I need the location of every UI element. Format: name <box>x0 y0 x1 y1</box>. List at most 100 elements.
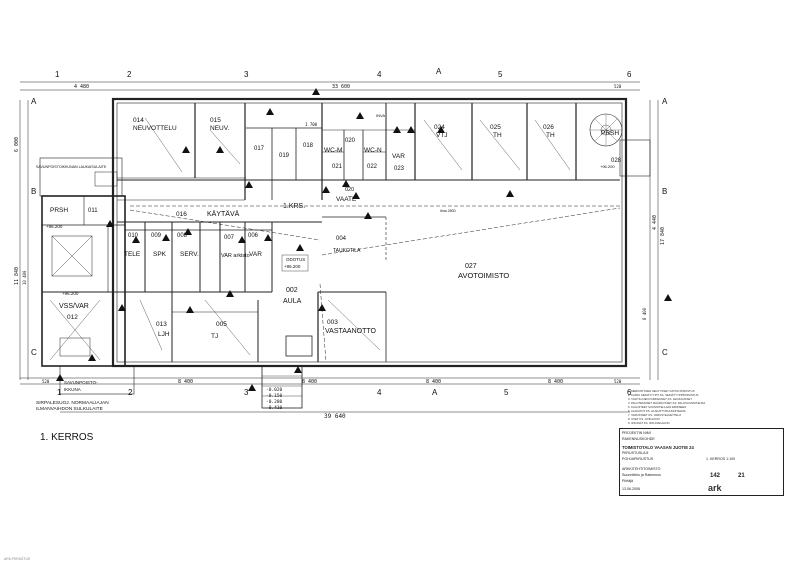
room-number: 011 <box>88 208 98 214</box>
grid-axis <box>19 81 659 413</box>
tb-label: PIIRUSTUSLAJI <box>622 451 649 455</box>
diagonal-details <box>49 117 571 361</box>
dim-text: 520 <box>614 379 622 384</box>
room-number: 020 <box>345 187 354 193</box>
brand-logo: ark <box>708 483 722 493</box>
tb-label: Suunnittelu ja Rakennus <box>622 473 661 477</box>
level-label: +96.200 <box>600 164 615 169</box>
room-number: 004 <box>336 236 347 242</box>
level-label: +96.200 <box>62 291 79 296</box>
section-mark: A <box>432 388 438 397</box>
grid-label: 5 <box>498 70 503 79</box>
room-name: VAR <box>392 153 405 160</box>
grid-row-label: C <box>31 348 37 357</box>
grid-label: 6 <box>627 388 632 397</box>
dim-text-vertical: 4 440 <box>652 215 658 230</box>
dim-text: 520 <box>614 84 622 89</box>
dim-text: 8 400 <box>302 379 317 385</box>
room-name: TJ <box>211 333 218 340</box>
room-number: 009 <box>151 233 162 239</box>
grid-label: 4 <box>377 70 382 79</box>
annotation: ilma 2800 <box>440 209 456 213</box>
room-name: PRSH <box>50 207 68 214</box>
tb-label: Piirtäjä <box>622 479 633 483</box>
section-lines <box>129 205 621 363</box>
room-name: VAR <box>249 251 262 258</box>
title-block: PROJEKTIN NIMI RAKENNUSKOHDE TOIMISTOTAL… <box>619 428 784 496</box>
room-number: 014 <box>133 117 144 124</box>
room-number: 005 <box>216 321 227 328</box>
room-name: VTJ <box>436 132 448 139</box>
grid-row-label: C <box>662 348 668 357</box>
level-markers <box>56 88 672 391</box>
room-number: 012 <box>67 314 78 321</box>
tb-drawing-no: 21 <box>738 473 745 479</box>
note-line: 7. VARUSTEET KS. VARUSTELUETTELO <box>628 413 682 417</box>
plan-linework <box>39 97 651 409</box>
dim-text: 8 400 <box>178 379 193 385</box>
grid-row-label: B <box>31 187 36 196</box>
annotation: ILMANVAIHDON SULKULAITE <box>36 406 103 412</box>
grid-label: 3 <box>244 388 249 397</box>
room-name: NEUVOTTELU <box>133 125 177 132</box>
misc-labels: ODOTUS +96.200 +96.200 +96.200 +96.200 S… <box>36 113 615 412</box>
room-number: 015 <box>210 117 221 124</box>
room-name: WC-N <box>364 147 382 154</box>
level-label: -0.020 <box>266 387 283 393</box>
tb-label: RAKENNUSKOHDE <box>622 437 655 441</box>
annotation: SAVUNPOISTOIKKUNAN LAUKAISULAITE <box>36 165 107 169</box>
note-line: 2. KAIKKI SEINÄTYYPIT KS. SEINÄTYYPPIPII… <box>628 393 699 397</box>
room-number: 006 <box>248 233 259 239</box>
room-number: 025 <box>490 124 501 131</box>
room-name: SPK <box>153 251 167 258</box>
tb-suunnittelija: ARKKITEHTITOIMISTO <box>622 467 661 471</box>
room-name: AVOTOIMISTO <box>458 271 509 280</box>
level-label: +96.200 <box>284 264 301 269</box>
grid-label: 6 <box>627 70 632 79</box>
room-name: NEUV. <box>210 125 229 132</box>
room-number: 028 <box>611 158 622 164</box>
note-line: 8. OVET KS. OVIKAAVIO <box>628 417 660 421</box>
sheet-title: 1. KERROS <box>40 432 94 443</box>
room-name: TAUKOTILA <box>333 248 361 254</box>
room-number: 013 <box>156 321 167 328</box>
dim-text-vertical: 11 840 <box>14 267 20 285</box>
level-label: -0.150 <box>266 393 283 399</box>
dim-text-vertical: 6 000 <box>14 137 20 152</box>
grid-column-markers-bottom: 1 2 3 4 5 6 A <box>57 388 632 397</box>
room-number: 024 <box>434 124 445 131</box>
dim-text-vertical: 10 400 <box>22 270 27 285</box>
room-name: KÄYTÄVÄ <box>207 210 240 218</box>
note-line: 5. KALUSTEET SUUNNITELLAAN ERIKSEEN <box>628 405 687 409</box>
room-number: 018 <box>303 143 314 149</box>
room-number: 019 <box>279 153 290 159</box>
tb-desc: POHJAPIIRUSTUS <box>622 457 654 461</box>
general-notes: 1. MERKINTÖJEN SELITYKSET KATSO PIIRUSTU… <box>628 389 778 425</box>
level-label: -0.280 <box>266 399 283 405</box>
grid-label: 1 <box>57 388 62 397</box>
grid-label: 3 <box>244 70 249 79</box>
room-number: 021 <box>332 164 343 170</box>
room-labels: 014 NEUVOTTELU 015 NEUV. 017 018 019 020… <box>50 117 622 340</box>
grid-row-label: B <box>662 187 667 196</box>
tb-date: 13.06.2006 <box>622 487 640 491</box>
room-number: 016 <box>176 211 187 218</box>
note-line: 6. ALAKATOT KS. ALAKATTOSUUNNITELMA <box>628 409 686 413</box>
tb-label: PROJEKTIN NIMI <box>622 431 651 435</box>
dim-text-vertical: 17 840 <box>660 227 666 245</box>
room-name: VSS/VAR <box>59 303 89 310</box>
grid-label: 5 <box>504 388 509 397</box>
room-name: WC-M <box>324 147 342 154</box>
room-name: TELE <box>124 251 141 258</box>
inner-outer-wall <box>116 102 623 363</box>
grid-label: 1 <box>55 70 60 79</box>
room-number: 010 <box>128 233 139 239</box>
room-number: 027 <box>465 263 477 270</box>
outer-wall <box>111 97 628 368</box>
dim-text: 8 400 <box>548 379 563 385</box>
room-number: 023 <box>394 166 405 172</box>
dim-text: 520 <box>42 379 50 384</box>
grid-label: 2 <box>127 70 132 79</box>
note-line: 4. PALOTEKNISET MÄÄRÄYKSET KS. PALOSUUNN… <box>628 401 706 405</box>
room-name: VASTAANOTTO <box>325 328 377 335</box>
